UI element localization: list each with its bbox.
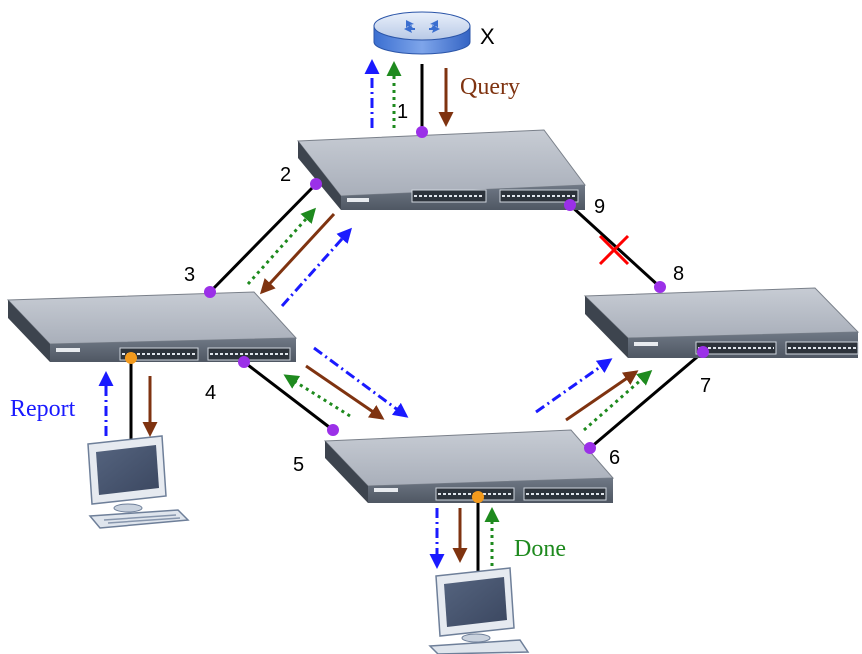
host-ports	[125, 352, 484, 503]
switch-icon	[6, 291, 298, 362]
done-arrow-sw3-sw2	[283, 374, 351, 418]
port-2	[310, 178, 322, 190]
query-label: Query	[460, 74, 520, 100]
report-arrow-sw2-sw3	[313, 346, 409, 418]
port-label-2: 2	[280, 164, 291, 186]
done-arrow-sw2-sw1	[246, 207, 316, 285]
port-1	[416, 126, 428, 138]
port-label-6: 6	[609, 447, 620, 469]
report-arrow-sw3-sw4	[535, 358, 613, 414]
port-5	[327, 424, 339, 436]
port-9	[564, 199, 576, 211]
done-arrows	[246, 61, 653, 566]
done-label: Done	[514, 536, 566, 562]
report-arrows	[98, 59, 613, 569]
link-sw3-sw4	[589, 350, 704, 450]
link-sw1-sw4	[568, 203, 662, 289]
computer-icon	[428, 567, 530, 654]
port-label-8: 8	[673, 263, 684, 285]
query-arrow-sw1-sw2	[259, 212, 336, 295]
done-arrow-sw3-sw4	[583, 370, 653, 432]
port-6	[584, 442, 596, 454]
port-label-9: 9	[594, 196, 605, 218]
links	[129, 64, 704, 575]
query-arrows	[142, 68, 639, 563]
report-label: Report	[10, 396, 76, 422]
port-label-7: 7	[700, 375, 711, 397]
computer-icon	[87, 435, 190, 529]
x-mark-icon	[598, 234, 630, 266]
router-icon	[373, 11, 471, 55]
query-arrow-sw2-sw3	[305, 364, 385, 420]
link-sw2-sw3	[243, 360, 334, 432]
port-label-5: 5	[293, 454, 304, 476]
link-sw1-sw2	[208, 182, 318, 294]
port-4	[238, 356, 250, 368]
report-arrow-sw2-sw1	[280, 227, 353, 308]
port-8	[654, 281, 666, 293]
port-3	[204, 286, 216, 298]
host-port-bottom	[472, 491, 484, 503]
ports	[204, 126, 709, 454]
switch-icon	[323, 429, 615, 503]
port-label-4: 4	[205, 382, 216, 404]
port-7	[697, 346, 709, 358]
router-label: X	[480, 24, 495, 49]
switch-icon	[583, 287, 860, 358]
port-label-1: 1	[397, 101, 408, 123]
host-port-left	[125, 352, 137, 364]
switch-icon	[297, 129, 586, 210]
query-arrow-sw3-sw4	[565, 370, 639, 422]
port-label-3: 3	[184, 264, 195, 286]
